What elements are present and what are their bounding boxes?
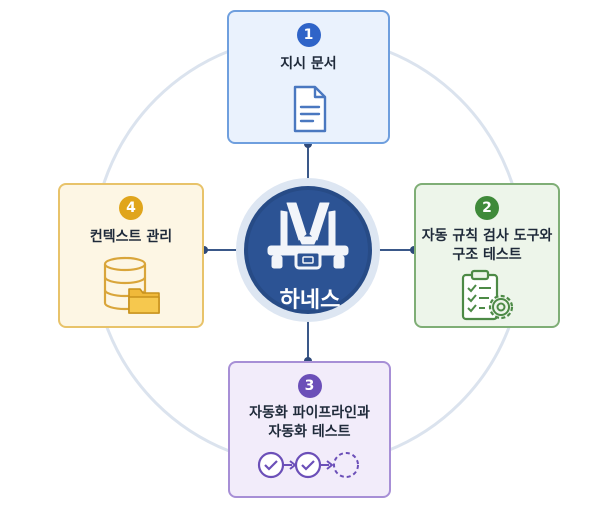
document-icon: [293, 85, 326, 133]
step-title: 자동 규칙 검사 도구와 구조 테스트: [422, 227, 553, 265]
step-title-line: 컨텍스트 관리: [89, 229, 173, 245]
step-title-line: 구조 테스트: [452, 247, 522, 263]
step-title: 컨텍스트 관리: [90, 228, 172, 247]
hub-label: 하네스: [279, 288, 341, 313]
step-card-pipeline-tests: 3 자동화 파이프라인과 자동화 테스트: [228, 361, 391, 498]
step-card-context-management: 4 컨텍스트 관리: [58, 183, 204, 328]
database-folder-icon: [103, 256, 160, 314]
step-number-badge: 2: [475, 196, 499, 220]
step-card-instruction-document: 1 지시 문서: [227, 10, 390, 144]
clipboard-checklist-gear-icon: [461, 269, 514, 321]
step-title-line: 자동 규칙 검사 도구와: [421, 228, 553, 244]
step-title: 자동화 파이프라인과 자동화 테스트: [249, 404, 370, 442]
step-title-line: 지시 문서: [280, 56, 337, 72]
step-title-line: 자동화 파이프라인과: [249, 405, 370, 421]
step-title-line: 자동화 테스트: [268, 424, 351, 440]
step-title: 지시 문서: [280, 55, 336, 74]
step-card-rule-check-tools: 2 자동 규칙 검사 도구와 구조 테스트: [414, 183, 560, 328]
harness-icon: [267, 202, 349, 270]
step-number-badge: 4: [119, 196, 143, 220]
step-number-badge: 3: [297, 374, 322, 398]
pipeline-check-icon: [257, 451, 359, 479]
step-number-badge: 1: [296, 23, 321, 47]
